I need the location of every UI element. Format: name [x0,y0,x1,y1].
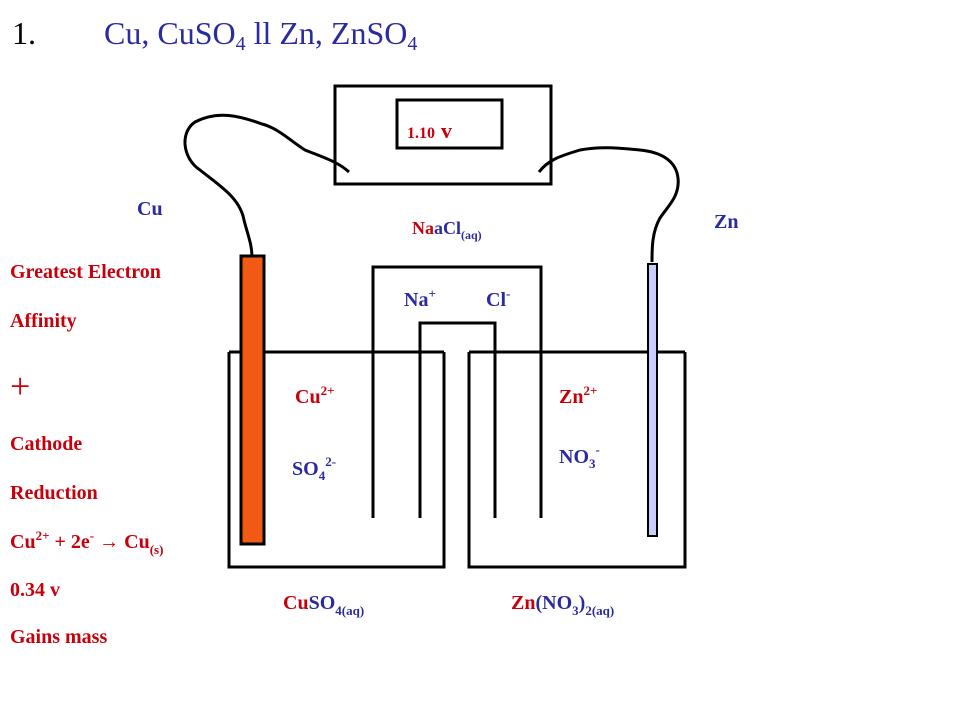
right-beaker [467,352,687,569]
half-reaction: Cu2+ + 2e- → Cu(s) [10,528,163,557]
chloride-ion-label: Cl- [486,286,510,311]
title-text: Cu, CuSO4 ll Zn, ZnSO4 [104,15,417,55]
affinity-line-2: Affinity [10,310,77,332]
zinc-label: Zn [714,211,738,233]
positive-sign: + [10,366,30,406]
voltmeter-display [395,98,504,150]
nitrate-ion-label: NO3- [559,442,600,471]
zinc-ion-label: Zn2+ [559,383,597,408]
cathode-label: Cathode [10,433,82,455]
copper-wire [183,113,351,259]
zinc-wire [537,146,680,263]
salt-bridge-inner [418,321,497,518]
salt-bridge-outer [371,265,543,518]
voltmeter-housing [333,84,553,186]
affinity-line-1: Greatest Electron [10,261,161,283]
left-solution-label: CuSO4(aq) [283,592,364,618]
left-beaker [227,352,446,569]
copper-label: Cu [137,198,163,220]
mass-change: Gains mass [10,626,107,648]
sodium-ion-label: Na+ [404,286,436,311]
cathode-notes: Greatest Electron Affinity + Cathode Red… [10,261,163,648]
reduction-potential: 0.34 v [10,579,60,601]
copper-ion-label: Cu2+ [295,383,335,408]
right-solution-label: Zn(NO3)2(aq) [511,592,614,618]
sulfate-ion-label: SO42- [292,454,336,483]
title-number: 1. [12,15,36,51]
reduction-label: Reduction [10,482,98,504]
zinc-electrode [647,263,658,537]
salt-bridge-label: NaaCl(aq) [412,218,482,242]
copper-electrode [239,254,266,546]
